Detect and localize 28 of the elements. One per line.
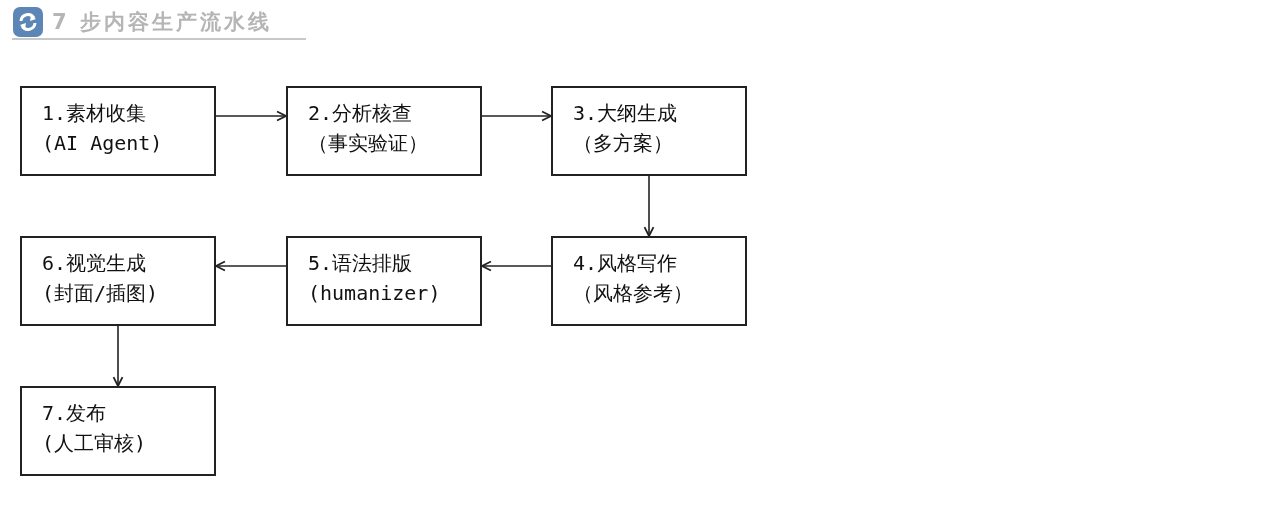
arrow xyxy=(481,110,552,122)
process-box xyxy=(286,86,482,176)
arrow xyxy=(112,325,124,387)
step-note: （多方案） xyxy=(573,130,673,157)
step-note: （风格参考） xyxy=(573,280,693,307)
process-box xyxy=(20,86,216,176)
step-title: 2.分析核查 xyxy=(308,100,413,127)
arrow xyxy=(643,175,655,237)
step-note: (AI Agent) xyxy=(42,130,163,157)
title: 7 步内容生产流水线 xyxy=(52,9,272,36)
arrow xyxy=(215,110,287,122)
step-title: 3.大纲生成 xyxy=(573,100,678,127)
process-box xyxy=(551,86,747,176)
step-note: (封面/插图) xyxy=(42,280,159,307)
step-note: (humanizer) xyxy=(308,280,441,307)
process-box xyxy=(551,236,747,326)
step-title: 5.语法排版 xyxy=(308,250,413,277)
process-box xyxy=(286,236,482,326)
process-box xyxy=(20,236,216,326)
step-note: （事实验证） xyxy=(308,130,428,157)
step-title: 4.风格写作 xyxy=(573,250,678,277)
arrow xyxy=(481,260,552,272)
step-title: 6.视觉生成 xyxy=(42,250,147,277)
arrow xyxy=(215,260,287,272)
step-title: 1.素材收集 xyxy=(42,100,147,127)
step-title: 7.发布 xyxy=(42,400,107,427)
step-note: (人工审核) xyxy=(42,430,147,457)
process-box xyxy=(20,386,216,476)
